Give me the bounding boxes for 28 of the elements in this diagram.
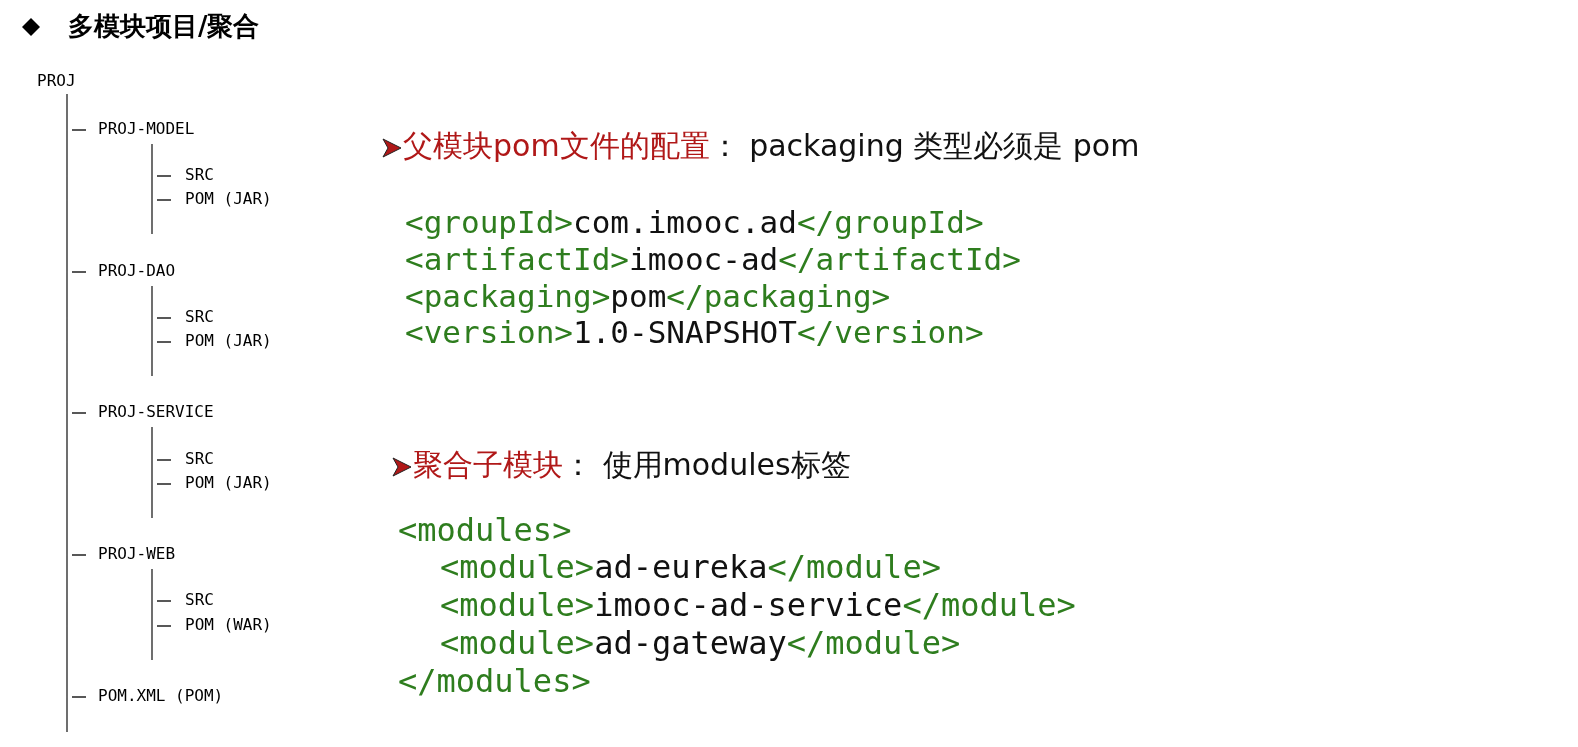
tree-item-label: PROJ-WEB <box>98 546 176 562</box>
code-line: </modules> <box>398 665 591 697</box>
tree-item-label: POM (JAR) <box>185 475 272 491</box>
title: 多模块项目/聚合 <box>68 13 260 39</box>
code-line: <module>ad-gateway</module> <box>440 627 961 659</box>
code-line: <version>1.0-SNAPSHOT</version> <box>405 316 984 348</box>
tree-item-label: PROJ-DAO <box>98 263 176 279</box>
tree-item-label: SRC <box>185 309 214 325</box>
tree-item-label: SRC <box>185 592 214 608</box>
tree-item-label: PROJ-MODEL <box>98 121 195 137</box>
tree-item-label: POM (JAR) <box>185 191 272 207</box>
code-line: <modules> <box>398 514 572 546</box>
code-line: <module>ad-eureka</module> <box>440 551 941 583</box>
tree-item-label: SRC <box>185 451 214 467</box>
tree-item-label: SRC <box>185 167 214 183</box>
tree-item-label: POM (JAR) <box>185 333 272 349</box>
code-line: <module>imooc-ad-service</module> <box>440 589 1076 621</box>
tree-item-label: POM.XML (POM) <box>98 688 224 704</box>
code-line: <packaging>pom</packaging> <box>405 280 891 312</box>
tree-item-label: PROJ-SERVICE <box>98 404 214 420</box>
heading-note: ： packaging 类型必须是 pom <box>709 131 1140 161</box>
section-heading: 聚合子模块 <box>413 450 563 480</box>
section-heading: 父模块pom文件的配置 <box>403 131 710 161</box>
tree-item-label: POM (WAR) <box>185 617 272 633</box>
code-line: <groupId>com.imooc.ad</groupId> <box>405 206 984 238</box>
code-line: <artifactId>imooc-ad</artifactId> <box>405 243 1021 275</box>
heading-note: ： 使用modules标签 <box>563 450 851 480</box>
tree-item-label: PROJ <box>37 73 76 89</box>
